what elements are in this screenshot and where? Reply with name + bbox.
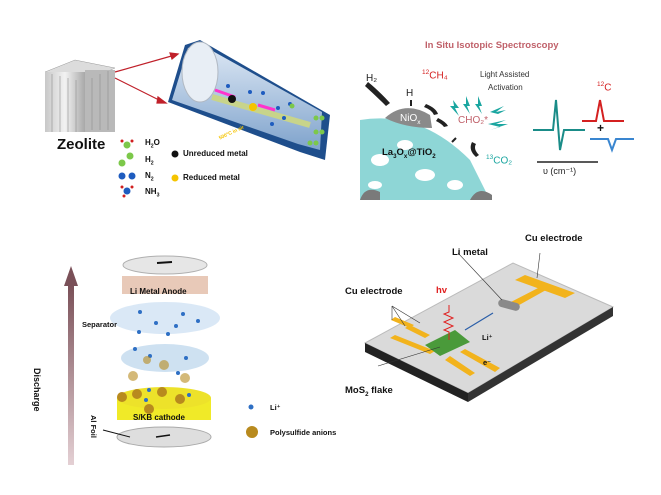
callout-lines <box>377 252 541 367</box>
li-metal-label: Li metal <box>452 247 488 258</box>
unreduced-metal-legend-icon <box>171 150 179 158</box>
unreduced-metal-particle <box>228 95 236 103</box>
zoom-arrows <box>114 52 180 104</box>
mos2-label: MoS2 flake <box>345 385 393 398</box>
minus-mark <box>156 261 173 264</box>
li-ion-label: Li⁺ <box>482 333 493 342</box>
nitrogen-molecule-icon <box>118 172 136 180</box>
c12-label: 12C <box>597 81 612 94</box>
zeolite-label: Zeolite <box>57 136 106 153</box>
ch4-label: 12CH₄ <box>422 69 448 82</box>
lightning-icons <box>450 96 508 130</box>
wavenumber-axis-label: υ (cm⁻¹) <box>543 166 577 176</box>
electrolyte-disc <box>121 344 209 372</box>
red-spectrum-line <box>582 99 624 122</box>
support-label: La3Ox@TiO2 <box>382 147 436 160</box>
legend-n2: N2 <box>145 171 154 183</box>
molecule-icons <box>118 139 179 198</box>
legend-nh3: NH3 <box>145 187 160 199</box>
legend-polysulfide: Polysulfide anions <box>270 428 337 437</box>
anode-label: Li Metal Anode <box>130 287 187 296</box>
discharge-arrow <box>64 266 78 465</box>
h-label: H <box>406 88 414 99</box>
light-activation-line1: Light Assisted <box>480 70 530 79</box>
zeolite-block <box>44 59 116 132</box>
teal-spectrum-line <box>533 99 585 151</box>
ammonia-molecule-icon <box>120 185 134 198</box>
reactor-tube <box>168 40 330 160</box>
substrate-side-left <box>365 343 468 402</box>
polysulfide-legend-icon <box>246 426 258 438</box>
legend-reduced-metal: Reduced metal <box>183 173 240 182</box>
hydrogen-molecule-icon <box>118 152 134 167</box>
h2-label: H₂ <box>366 73 378 84</box>
reduced-metal-particle <box>249 103 257 111</box>
cathode-label: S/KB cathode <box>133 413 186 422</box>
photon-wave <box>442 305 455 340</box>
nio-particle <box>385 108 432 128</box>
top-cap <box>122 255 208 275</box>
legend-h2: H2 <box>145 155 154 167</box>
reduced-metal-legend-icon <box>171 174 179 182</box>
al-foil-disc <box>116 426 212 448</box>
polysulfide-dots <box>117 356 190 414</box>
legend-h2o: H2O <box>145 138 160 150</box>
cho2-intermediate-label: CHO₂* <box>458 115 488 126</box>
li-metal-bar <box>498 299 520 311</box>
cu-electrode-left-label: Cu electrode <box>345 286 403 297</box>
electron-label: e⁻ <box>483 358 492 367</box>
separator-label: Separator <box>82 320 118 329</box>
substrate-side-right <box>468 307 613 402</box>
niox-label: NiOx <box>400 113 421 126</box>
blue-spectrum-line <box>590 138 634 153</box>
hv-label: hv <box>436 285 448 296</box>
reaction-arrows <box>365 82 479 157</box>
substrate-top <box>363 262 615 394</box>
support-particle <box>360 118 490 200</box>
light-activation-line2: Activation <box>488 83 523 92</box>
water-molecule-icon <box>120 139 134 149</box>
mos2-flake <box>425 330 470 356</box>
plus-sign: + <box>597 121 605 135</box>
li-ion-dots <box>133 310 200 402</box>
li-anode <box>122 276 208 294</box>
legend-li-ion: Li⁺ <box>270 403 281 412</box>
separator-disc <box>110 302 220 334</box>
co2-label: 13CO₂ <box>486 154 513 167</box>
legend-unreduced-metal: Unreduced metal <box>183 149 248 158</box>
spectroscopy-title: In Situ Isotopic Spectroscopy <box>425 40 559 51</box>
cu-electrode-top-label: Cu electrode <box>525 233 583 244</box>
li-ion-legend-icon <box>248 404 254 410</box>
